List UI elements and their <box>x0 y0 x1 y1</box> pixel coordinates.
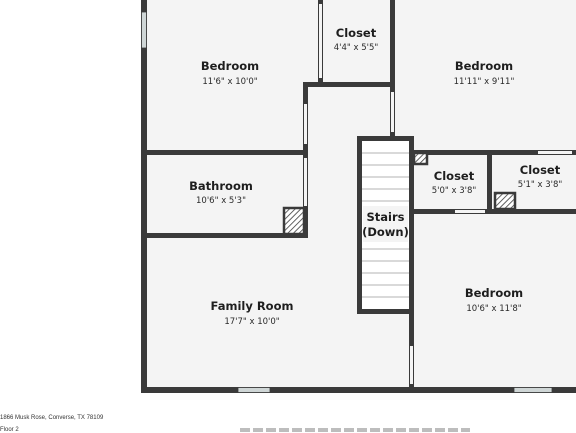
window <box>237 387 271 393</box>
room-name: Bedroom <box>455 59 513 73</box>
window <box>513 387 553 393</box>
wall <box>357 136 362 314</box>
door-opening <box>319 4 322 78</box>
wall <box>409 150 576 155</box>
door-opening <box>455 210 485 213</box>
wall <box>487 150 492 214</box>
room-name: Closet <box>336 26 377 40</box>
exterior-wall-left <box>141 0 147 393</box>
room-closet-n: Closet 4'4" x 5'5" <box>334 26 379 53</box>
wall <box>357 136 414 141</box>
room-stairs: Stairs (Down) <box>362 206 409 242</box>
room-dimensions: 4'4" x 5'5" <box>334 43 379 53</box>
room-name: Bedroom <box>201 59 259 73</box>
hatched-box <box>412 151 429 166</box>
room-closet-e: Closet 5'1" x 3'8" <box>518 163 563 190</box>
room-dimensions: 11'11" x 9'11" <box>454 77 515 87</box>
wall <box>141 233 308 238</box>
door-opening <box>410 346 413 384</box>
room-name: Closet <box>434 169 475 183</box>
openings <box>304 4 572 384</box>
door-opening <box>304 158 307 206</box>
room-family-room: Family Room 17'7" x 10'0" <box>211 299 294 327</box>
room-bathroom: Bathroom 10'6" x 5'3" <box>189 179 253 206</box>
wall <box>409 136 414 389</box>
window <box>141 11 147 49</box>
room-dimensions: 11'6" x 10'0" <box>202 77 257 87</box>
door-opening <box>304 104 307 144</box>
exterior-wall-bottom <box>141 387 576 393</box>
room-bedroom-nw: Bedroom 11'6" x 10'0" <box>201 59 259 87</box>
windows <box>141 11 553 393</box>
wall <box>303 82 391 87</box>
hatched-box <box>493 191 517 211</box>
room-dimensions: 17'7" x 10'0" <box>224 317 279 327</box>
door-opening <box>391 92 394 132</box>
room-dimensions: 5'1" x 3'8" <box>518 180 563 190</box>
hatched-fixtures <box>282 151 517 236</box>
room-name: Closet <box>520 163 561 177</box>
wall <box>409 209 576 214</box>
room-dimensions: 10'6" x 5'3" <box>196 196 246 206</box>
wall <box>357 309 414 314</box>
footer-disclaimer <box>240 428 470 432</box>
room-name: Stairs <box>367 210 405 224</box>
room-closet-mid: Closet 5'0" x 3'8" <box>432 169 477 196</box>
room-bedroom-se: Bedroom 10'6" x 11'8" <box>465 286 523 314</box>
floor-caption: Floor 2 <box>0 427 19 433</box>
door-opening <box>538 151 572 154</box>
room-name: Bedroom <box>465 286 523 300</box>
room-dimensions: 10'6" x 11'8" <box>466 304 521 314</box>
wall <box>141 150 308 155</box>
room-dimensions: 5'0" x 3'8" <box>432 186 477 196</box>
room-name: Bathroom <box>189 179 253 193</box>
room-bedroom-ne: Bedroom 11'11" x 9'11" <box>454 59 515 87</box>
address-caption: 1866 Musk Rose, Converse, TX 78109 <box>0 415 104 421</box>
room-name: Family Room <box>211 299 294 313</box>
hatched-box <box>282 206 306 236</box>
wall <box>390 0 395 138</box>
stairs-label-backdrop <box>363 206 408 242</box>
room-name-line2: (Down) <box>362 225 409 239</box>
